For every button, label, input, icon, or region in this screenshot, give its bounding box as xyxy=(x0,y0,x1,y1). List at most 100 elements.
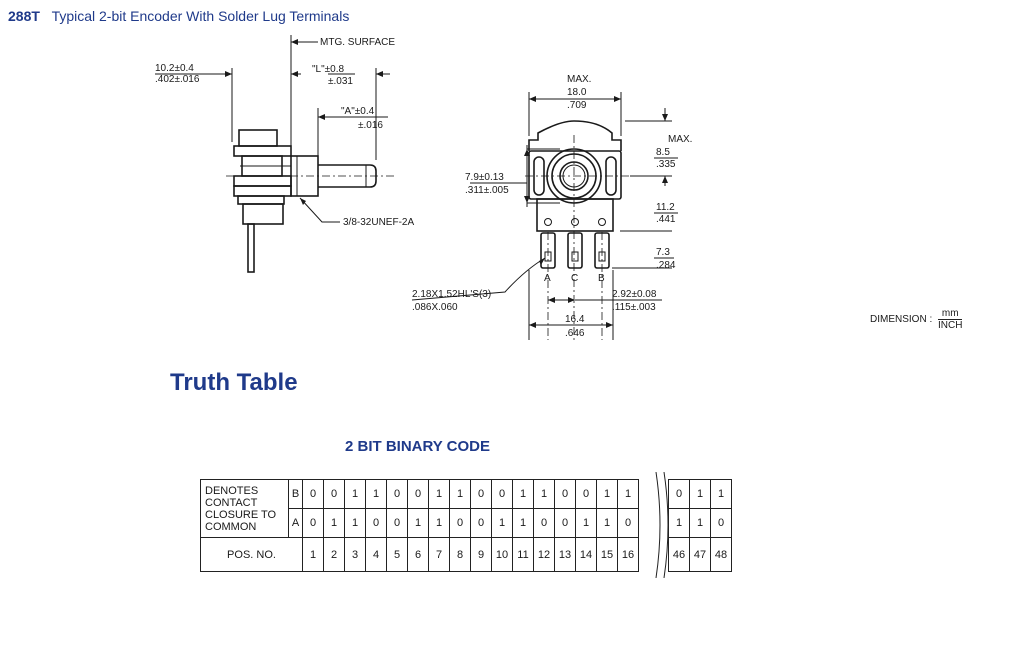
cell-a-cont: 1 xyxy=(668,508,690,538)
cell-a: 0 xyxy=(554,508,576,538)
cell-a: 0 xyxy=(365,508,387,538)
height-1-mm: 8.5 xyxy=(656,147,670,158)
cell-b: 1 xyxy=(449,479,471,509)
cell-pos-cont: 47 xyxy=(689,537,711,572)
cell-a: 1 xyxy=(491,508,513,538)
cell-pos: 8 xyxy=(449,537,471,572)
dimension-label: DIMENSION : xyxy=(870,314,933,326)
height-3-in: .284 xyxy=(656,260,676,271)
cell-pos-cont: 46 xyxy=(668,537,690,572)
pos-label: POS. NO. xyxy=(200,537,303,572)
table-break-mark xyxy=(655,472,669,578)
cell-b: 1 xyxy=(344,479,366,509)
a-dim-mm: "A"±0.4 xyxy=(341,106,375,117)
pitch-mm: 2.92±0.08 xyxy=(612,289,657,300)
terminal-c-label: C xyxy=(571,273,578,284)
part-number: 288T xyxy=(8,8,40,24)
side-width-mm: 10.2±0.4 xyxy=(155,63,194,74)
cell-pos: 1 xyxy=(302,537,324,572)
row-b-label: B xyxy=(288,479,303,509)
span-in: .646 xyxy=(565,328,585,339)
cell-a: 0 xyxy=(302,508,324,538)
cell-a-cont: 0 xyxy=(710,508,732,538)
cell-b: 1 xyxy=(365,479,387,509)
encoder-drawing: 10.2±0.4 .402±.016 MTG. SURFACE "L"±0.8 … xyxy=(155,35,692,340)
height-3-mm: 7.3 xyxy=(656,247,670,258)
height-1-in: .335 xyxy=(656,159,676,170)
cell-b-cont: 1 xyxy=(710,479,732,509)
cell-b: 0 xyxy=(575,479,597,509)
cell-b: 1 xyxy=(617,479,639,509)
cell-b: 0 xyxy=(302,479,324,509)
cell-a-cont: 1 xyxy=(689,508,711,538)
table-header-label: DENOTES CONTACT CLOSURE TO COMMON xyxy=(200,479,289,538)
cell-b: 1 xyxy=(428,479,450,509)
cell-a: 1 xyxy=(344,508,366,538)
cell-b: 0 xyxy=(386,479,408,509)
cell-b: 0 xyxy=(407,479,429,509)
cell-pos: 15 xyxy=(596,537,618,572)
page-header: 288T Typical 2-bit Encoder With Solder L… xyxy=(8,8,349,24)
truth-table-main: DENOTES CONTACT CLOSURE TO COMMON B 0 0 … xyxy=(200,479,639,572)
row-b: DENOTES CONTACT CLOSURE TO COMMON B 0 0 … xyxy=(200,479,639,538)
side-view: 10.2±0.4 .402±.016 MTG. SURFACE "L"±0.8 … xyxy=(155,35,414,273)
truth-table-subtitle: 2 BIT BINARY CODE xyxy=(345,438,491,455)
holes-mm: 2.18X1.52HL'S(3) xyxy=(412,289,491,300)
cell-pos-cont: 48 xyxy=(710,537,732,572)
cell-pos: 2 xyxy=(323,537,345,572)
cell-b: 0 xyxy=(491,479,513,509)
cell-pos: 4 xyxy=(365,537,387,572)
cell-pos: 5 xyxy=(386,537,408,572)
cell-pos: 6 xyxy=(407,537,429,572)
terminal-a-label: A xyxy=(544,273,551,284)
page-title: Typical 2-bit Encoder With Solder Lug Te… xyxy=(51,8,350,24)
cell-b: 0 xyxy=(554,479,576,509)
dimension-legend: DIMENSION : mm INCH xyxy=(870,308,963,331)
cell-a: 1 xyxy=(596,508,618,538)
front-view: MAX. 18.0 .709 MAX. 8.5 .335 11.2 .441 7… xyxy=(411,74,692,340)
row-b-cont: 0 1 1 xyxy=(668,479,732,509)
cell-pos: 7 xyxy=(428,537,450,572)
terminal-b-label: B xyxy=(598,273,605,284)
cell-a: 0 xyxy=(449,508,471,538)
cell-a: 1 xyxy=(323,508,345,538)
front-width-in: .709 xyxy=(567,100,587,111)
cell-a: 0 xyxy=(470,508,492,538)
cell-pos: 10 xyxy=(491,537,513,572)
front-width-mm: 18.0 xyxy=(567,87,587,98)
row-pos: POS. NO. 1 2 3 4 5 6 7 8 9 10 11 12 13 1… xyxy=(200,537,639,572)
cell-a: 0 xyxy=(386,508,408,538)
cell-a: 1 xyxy=(575,508,597,538)
cell-a: 1 xyxy=(512,508,534,538)
truth-table-continued: 0 1 1 1 1 0 46 47 48 xyxy=(668,479,732,572)
span-mm: 16.4 xyxy=(565,314,585,325)
unit-fraction: mm INCH xyxy=(938,308,963,331)
a-dim-in: ±.016 xyxy=(358,120,383,131)
cell-b-cont: 1 xyxy=(689,479,711,509)
cell-pos: 12 xyxy=(533,537,555,572)
mtg-surface-label: MTG. SURFACE xyxy=(320,37,395,48)
unit-mm: mm xyxy=(938,308,963,320)
row-a-label: A xyxy=(288,508,303,538)
cell-b: 1 xyxy=(533,479,555,509)
cell-pos: 13 xyxy=(554,537,576,572)
row-a-cont: 1 1 0 xyxy=(668,508,732,538)
shaft-dia-in: .311±.005 xyxy=(465,185,509,196)
pitch-in: .115±.003 xyxy=(612,302,656,313)
cell-b-cont: 0 xyxy=(668,479,690,509)
row-pos-cont: 46 47 48 xyxy=(668,537,732,572)
truth-table-title: Truth Table xyxy=(170,369,298,396)
front-max-right-label: MAX. xyxy=(668,134,692,145)
cell-a: 1 xyxy=(407,508,429,538)
holes-in: .086X.060 xyxy=(412,302,458,313)
cell-a: 0 xyxy=(617,508,639,538)
height-2-in: .441 xyxy=(656,214,676,225)
l-dim-mm: "L"±0.8 xyxy=(312,64,344,75)
cell-pos: 11 xyxy=(512,537,534,572)
l-dim-in: ±.031 xyxy=(328,76,353,87)
cell-b: 0 xyxy=(323,479,345,509)
front-max-label: MAX. xyxy=(567,74,591,85)
height-2-mm: 11.2 xyxy=(656,202,675,213)
unit-inch: INCH xyxy=(938,320,963,331)
cell-pos: 3 xyxy=(344,537,366,572)
